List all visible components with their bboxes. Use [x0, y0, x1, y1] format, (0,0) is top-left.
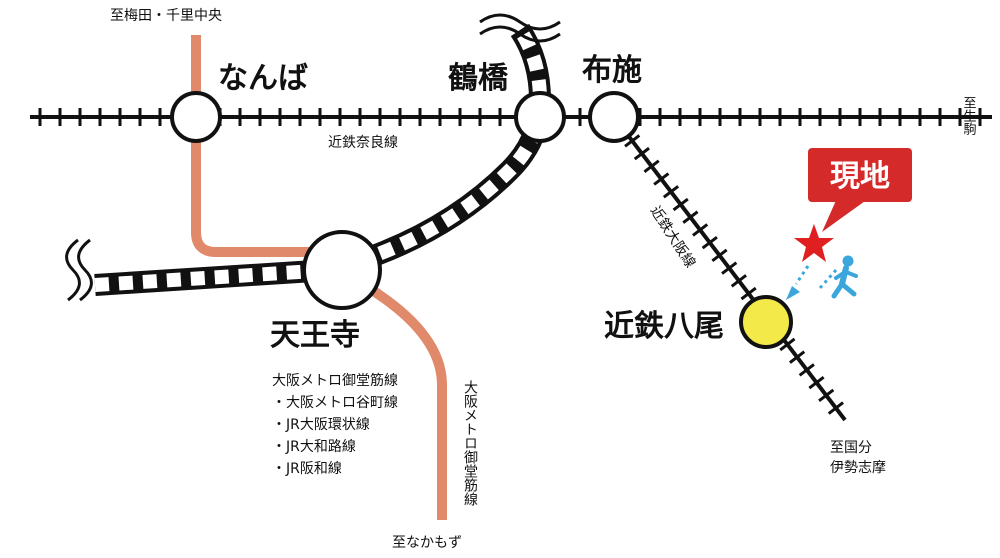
direction-nakamozu-label: 至なかもず — [392, 535, 462, 551]
station-tsuruhashi-label: 鶴橋 — [448, 61, 509, 96]
station-tennoji-label: 天王寺 — [270, 318, 360, 353]
tennoji-line-item: 大阪メトロ御堂筋線 — [272, 372, 398, 389]
kintetsu-osaka-label: 近鉄大阪線 — [647, 203, 699, 270]
station-fuse-label: 布施 — [582, 53, 642, 88]
star-icon — [794, 224, 834, 262]
site-callout-box — [808, 148, 912, 202]
tennoji-line-list: 大阪メトロ御堂筋線 ・大阪メトロ谷町線 ・JR大阪環状線 ・JR大和路線 ・JR… — [272, 372, 398, 477]
track-tick — [662, 185, 680, 199]
track-tick — [779, 337, 796, 352]
tennoji-line-item: ・大阪メトロ谷町線 — [272, 395, 398, 411]
track-tick — [827, 401, 844, 415]
station-namba-marker[interactable] — [170, 91, 222, 143]
site-callout-label: 現地 — [830, 159, 890, 194]
site-callout: 現地 — [808, 148, 912, 232]
loop-line — [94, 23, 552, 296]
track-tick — [633, 146, 650, 161]
direction-ise-shima-label: 伊勢志摩 — [830, 459, 886, 476]
direction-umeda-label: 至梅田・千里中央 — [110, 8, 222, 24]
walking-route-dots-right — [818, 269, 838, 289]
tennoji-line-item: ・JR阪和線 — [272, 461, 342, 477]
track-tick — [672, 197, 689, 212]
break-mark-west — [65, 238, 93, 302]
walking-person-icon — [831, 255, 858, 299]
walking-route-arrow-icon — [786, 286, 800, 300]
break-mark-north — [479, 13, 561, 43]
tennoji-line-item: ・JR大和路線 — [272, 439, 356, 455]
track-tick — [721, 261, 738, 275]
tennoji-line-item: ・JR大阪環状線 — [272, 417, 370, 433]
track-tick — [818, 388, 835, 402]
station-kintetsu-yao-marker[interactable] — [739, 295, 793, 349]
midosuji-vertical-label: 大阪メトロ御堂筋線 — [462, 380, 478, 506]
track-tick — [711, 248, 728, 263]
track-tick — [624, 134, 641, 148]
station-tsuruhashi-marker[interactable] — [514, 91, 566, 143]
site-callout-pointer — [822, 196, 872, 232]
track-tick — [798, 363, 815, 377]
track-tick — [701, 236, 718, 250]
direction-kokubu-label: 至国分 — [830, 440, 872, 456]
direction-ikoma-label: 至生駒 — [961, 96, 977, 136]
track-tick — [789, 350, 806, 364]
track-tick — [653, 172, 670, 186]
kintetsu-nara-label: 近鉄奈良線 — [328, 135, 398, 151]
track-tick — [682, 210, 699, 224]
walking-route-dots — [794, 265, 810, 285]
station-kintetsu-yao-label: 近鉄八尾 — [604, 309, 724, 344]
station-tennoji-marker[interactable] — [302, 230, 382, 310]
station-fuse-marker[interactable] — [588, 91, 640, 143]
track-tick — [692, 223, 709, 237]
track-tick — [740, 286, 757, 301]
track-tick — [730, 274, 747, 288]
track-tick — [643, 159, 660, 173]
track-tick — [808, 375, 825, 390]
station-namba-label: なんば — [218, 61, 308, 96]
